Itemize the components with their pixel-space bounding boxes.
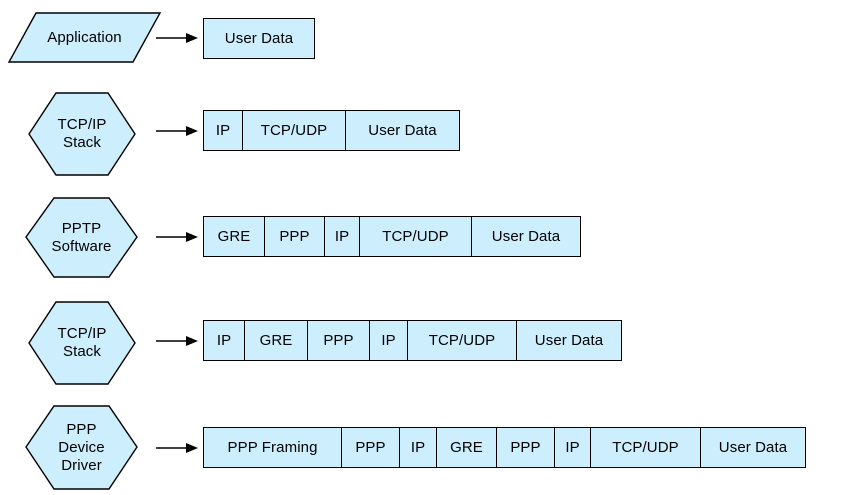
arrow-right-icon [155, 226, 199, 248]
arrow-right-icon [155, 120, 199, 142]
arrow-right-icon [155, 24, 199, 46]
shape-pptp-software: PPTP Software [25, 197, 138, 278]
packet-strip-application: User Data [203, 18, 315, 59]
packet-segment: TCP/UDP [408, 321, 517, 360]
packet-segment: IP [325, 217, 360, 256]
packet-strip-tcp-ip-lower: IP GRE PPP IP TCP/UDP User Data [203, 320, 622, 361]
packet-segment: GRE [204, 217, 265, 256]
packet-segment: User Data [204, 19, 314, 58]
packet-segment: TCP/UDP [243, 111, 346, 150]
shape-label: PPP Device Driver [58, 420, 105, 474]
hexagon-shape [25, 405, 138, 490]
diagram-row-application: Application User Data [0, 0, 844, 95]
hexagon-shape [25, 197, 138, 278]
shape-ppp-device-driver: PPP Device Driver [25, 405, 138, 490]
packet-segment: PPP [342, 428, 400, 467]
packet-segment: TCP/UDP [591, 428, 701, 467]
packet-segment: IP [204, 111, 243, 150]
packet-segment: TCP/UDP [360, 217, 472, 256]
shape-application: Application [7, 12, 162, 63]
hexagon-shape [28, 92, 136, 176]
shape-tcp-ip-stack-lower: TCP/IP Stack [28, 301, 136, 385]
packet-segment: PPP Framing [204, 428, 342, 467]
packet-segment: IP [555, 428, 591, 467]
shape-tcp-ip-stack-upper: TCP/IP Stack [28, 92, 136, 176]
packet-segment: PPP [265, 217, 325, 256]
packet-strip-tcp-ip-upper: IP TCP/UDP User Data [203, 110, 460, 151]
packet-segment: IP [400, 428, 437, 467]
hexagon-shape [28, 301, 136, 385]
shape-label: TCP/IP Stack [57, 116, 107, 151]
shape-label: PPTP Software [51, 219, 112, 255]
packet-strip-ppp-device-driver: PPP Framing PPP IP GRE PPP IP TCP/UDP Us… [203, 427, 806, 468]
packet-segment: GRE [437, 428, 497, 467]
packet-segment: User Data [472, 217, 580, 256]
packet-segment: User Data [517, 321, 621, 360]
packet-segment: PPP [497, 428, 555, 467]
packet-strip-pptp-software: GRE PPP IP TCP/UDP User Data [203, 216, 581, 257]
parallelogram-shape [7, 12, 162, 63]
arrow-right-icon [155, 330, 199, 352]
packet-segment: User Data [701, 428, 805, 467]
packet-segment: PPP [308, 321, 370, 360]
packet-segment: User Data [346, 111, 459, 150]
arrow-right-icon [155, 437, 199, 459]
shape-label: Application [47, 28, 122, 46]
packet-segment: GRE [245, 321, 308, 360]
packet-segment: IP [204, 321, 245, 360]
shape-label: TCP/IP Stack [57, 325, 107, 360]
packet-segment: IP [370, 321, 408, 360]
